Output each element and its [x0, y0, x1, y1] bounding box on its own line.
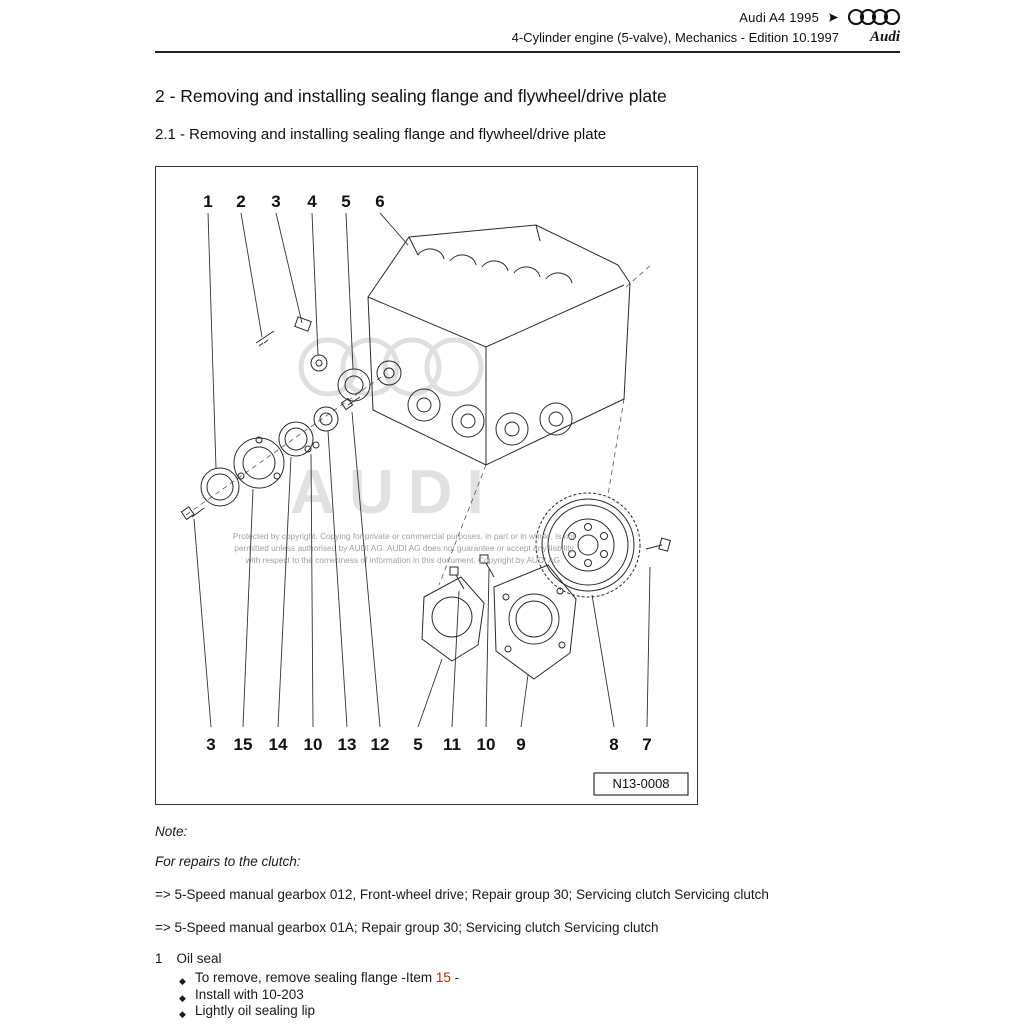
callout-number-top: 2: [236, 192, 245, 211]
alignment-lines: [185, 263, 653, 586]
diamond-bullet-icon: ◆: [179, 976, 186, 986]
forward-arrow-icon: [828, 12, 839, 23]
front-seal-parts-drawing: [180, 396, 361, 521]
audi-rings-watermark-icon: [298, 337, 484, 397]
item-oil-seal: 1 Oil seal: [155, 951, 900, 966]
flywheel-drawing: [535, 492, 671, 598]
callout-number-bottom: 9: [516, 735, 525, 754]
diamond-bullet-icon: ◆: [179, 1009, 186, 1019]
bullet-text: Install with 10-203: [195, 986, 304, 1002]
rear-flange-drawing: [421, 554, 577, 680]
copyright-text: Protected by copyright. Copying for priv…: [233, 531, 576, 565]
top-callouts: 1 2 3 4 5 6: [203, 192, 384, 211]
bullet-item: ◆ Install with 10-203: [179, 987, 900, 1004]
bullet-text: Lightly oil sealing lip: [195, 1003, 316, 1018]
bottom-callouts: 3 15 14 10 13 12 5 11 10 9 8 7: [206, 735, 651, 754]
audi-watermark-text: AUDI: [290, 458, 498, 527]
copyright-line: permitted unless authorised by AUDI AG. …: [234, 543, 574, 553]
callout-number-bottom: 10: [477, 735, 496, 754]
copyright-line: Protected by copyright. Copying for priv…: [233, 531, 576, 541]
bullet-text-post: -: [450, 970, 460, 985]
callout-number-top: 6: [375, 192, 384, 211]
gearbox-reference-01A: => 5-Speed manual gearbox 01A; Repair gr…: [155, 920, 659, 935]
callout-number-bottom: 13: [338, 735, 357, 754]
bullet-item: ◆ Lightly oil sealing lip: [179, 1003, 900, 1020]
callout-number-bottom: 12: [371, 735, 390, 754]
callout-number-top: 3: [271, 192, 280, 211]
engine-diagram: AUDI: [155, 166, 698, 805]
figure-id: N13-0008: [612, 776, 669, 791]
callout-number-bottom: 5: [413, 735, 422, 754]
bullet-item: ◆To remove, remove sealing flange -Item …: [179, 970, 900, 987]
callout-number-bottom: 11: [443, 735, 461, 754]
callout-number-bottom: 10: [304, 735, 323, 754]
bullet-text: To remove, remove sealing flange -Item: [195, 970, 436, 985]
engine-diagram-svg: AUDI: [180, 192, 689, 796]
header-model: Audi A4 1995: [739, 9, 819, 25]
audi-watermark: AUDI: [290, 337, 498, 527]
header-rule: [155, 51, 900, 53]
callout-number-bottom: 8: [609, 735, 618, 754]
audi-rings-icon: [848, 8, 900, 26]
header-subtitle: 4-Cylinder engine (5-valve), Mechanics -…: [511, 30, 839, 45]
callout-number-bottom: 14: [269, 735, 288, 754]
page-content: 2 - Removing and installing sealing flan…: [0, 85, 1024, 1020]
diamond-bullet-icon: ◆: [179, 992, 186, 1003]
leader-lines-top: [207, 212, 409, 469]
callout-number-bottom: 3: [206, 735, 215, 754]
gearbox-reference-012: => 5-Speed manual gearbox 012, Front-whe…: [155, 887, 769, 902]
callout-number-top: 5: [341, 192, 350, 211]
callout-number-bottom: 15: [234, 735, 253, 754]
item-number: 1: [155, 951, 163, 966]
callout-number-top: 4: [307, 192, 317, 211]
engine-block-drawing: [367, 224, 631, 466]
subsection-heading: 2.1 - Removing and installing sealing fl…: [155, 126, 607, 143]
item-label: Oil seal: [176, 951, 222, 966]
leader-lines-bottom: [193, 411, 651, 728]
item-bullets: ◆To remove, remove sealing flange -Item …: [155, 970, 900, 1020]
figure-id-box: N13-0008: [593, 772, 689, 796]
callout-number-top: 1: [203, 192, 212, 211]
note-label: Note:: [155, 824, 188, 839]
page-header: Audi A4 1995 4-Cylinder engine (5-valve)…: [0, 0, 1024, 46]
audi-wordmark: Audi: [869, 29, 900, 45]
callout-number-bottom: 7: [642, 735, 651, 754]
clutch-intro: For repairs to the clutch:: [155, 854, 301, 869]
copyright-line: with respect to the correctness of infor…: [245, 555, 563, 565]
item-15-link[interactable]: 15: [435, 970, 451, 985]
section-heading: 2 - Removing and installing sealing flan…: [155, 86, 667, 106]
